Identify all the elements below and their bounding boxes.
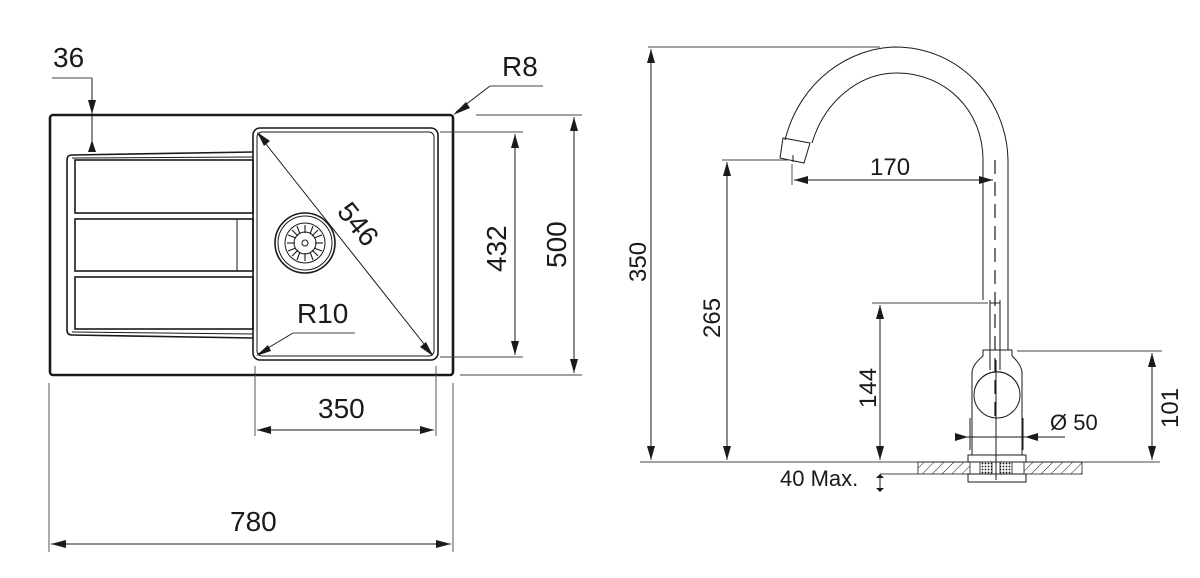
dim-base-diameter: Ø 50 (1050, 410, 1098, 435)
bowl-outline (252, 127, 439, 361)
countertop-section-right (1023, 461, 1083, 475)
dim-bowl-radius: R10 (297, 298, 348, 329)
drain-strainer-icon (274, 212, 336, 274)
dim-drainboard-rim: 36 (53, 42, 84, 73)
dim-overall-width: 780 (230, 506, 277, 537)
dim-spout-height: 265 (699, 298, 726, 338)
sink-top-view: 36 R8 546 R10 432 500 (48, 42, 582, 552)
dim-body-height: 101 (1157, 388, 1184, 428)
sink-outer-outline (48, 113, 455, 377)
dim-lever-height: 144 (855, 368, 882, 408)
drainboard-rim (66, 151, 254, 339)
faucet-aerator (779, 137, 811, 164)
dim-overall-depth: 500 (541, 221, 572, 268)
dim-bowl-height: 432 (481, 225, 512, 272)
dim-max-counter-thickness: 40 Max. (780, 466, 858, 491)
faucet-side-view: 350 265 170 144 40 Max. Ø 50 (625, 46, 1184, 492)
dim-bowl-width: 350 (318, 393, 365, 424)
faucet-spout (784, 46, 1009, 350)
dim-faucet-overall-height: 350 (625, 242, 652, 282)
drainboard-rib-1 (74, 159, 254, 214)
countertop-section-left (917, 461, 971, 475)
drainboard-rib-2 (74, 218, 254, 272)
dim-bowl-diagonal: 546 (331, 196, 384, 252)
dim-outer-radius: R8 (502, 51, 538, 82)
faucet-body (971, 349, 1023, 456)
dim-spout-reach: 170 (870, 154, 910, 181)
drainboard-rib-3 (74, 276, 254, 330)
